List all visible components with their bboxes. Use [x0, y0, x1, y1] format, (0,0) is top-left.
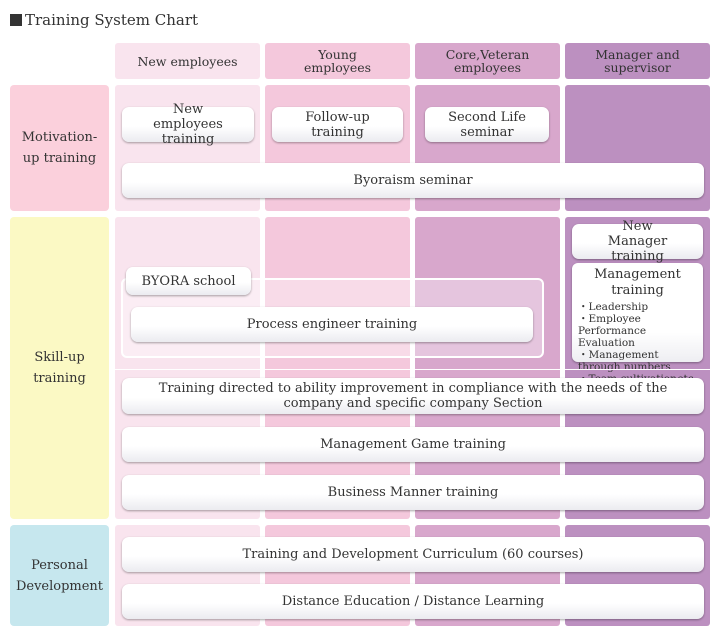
column-header-manager-supervisor: Manager and supervisor: [565, 43, 710, 79]
byora-school-box: BYORA school: [126, 267, 251, 295]
second-life-seminar-box: Second Life seminar: [425, 107, 549, 142]
cell-skill-young: [265, 217, 410, 519]
management-item-numbers: ・Management through numbers: [578, 349, 671, 373]
distance-education-box: Distance Education / Distance Learning: [122, 584, 704, 619]
chart-title-text: Training System Chart: [25, 11, 199, 29]
square-bullet-icon: [10, 14, 22, 26]
cell-skill-new: [115, 217, 260, 519]
management-game-training-box: Management Game training: [122, 427, 704, 462]
column-header-young-employees: Young employees: [265, 43, 410, 79]
skill-row-divider: [115, 369, 710, 370]
new-employees-training-box: New employees training: [122, 102, 254, 147]
management-training-title: Management training: [594, 267, 681, 298]
column-header-new-employees: New employees: [115, 43, 260, 79]
follow-up-training-box: Follow-up training: [272, 107, 403, 142]
process-engineer-training-box: Process engineer training: [131, 307, 533, 342]
byoraism-seminar-box: Byoraism seminar: [122, 163, 704, 198]
row-label-skill-up: Skill-up training: [10, 217, 109, 519]
chart-title: Training System Chart: [10, 11, 198, 29]
row-label-motivation-up: Motivation-up training: [10, 85, 109, 211]
management-training-box: Management training ・Leadership ・Employe…: [572, 263, 703, 385]
management-item-leadership: ・Leadership: [578, 301, 649, 313]
management-item-performance: ・Employee Performance Evaluation: [578, 313, 647, 349]
column-header-core-veteran-employees: Core,Veteran employees: [415, 43, 560, 79]
row-label-personal-development: Personal Development: [10, 525, 109, 626]
cell-skill-core: [415, 217, 560, 519]
ability-improvement-training-box: Training directed to ability improvement…: [122, 378, 704, 414]
new-manager-training-box: New Manager training: [572, 219, 703, 264]
training-curriculum-box: Training and Development Curriculum (60 …: [122, 537, 704, 572]
business-manner-training-box: Business Manner training: [122, 475, 704, 510]
